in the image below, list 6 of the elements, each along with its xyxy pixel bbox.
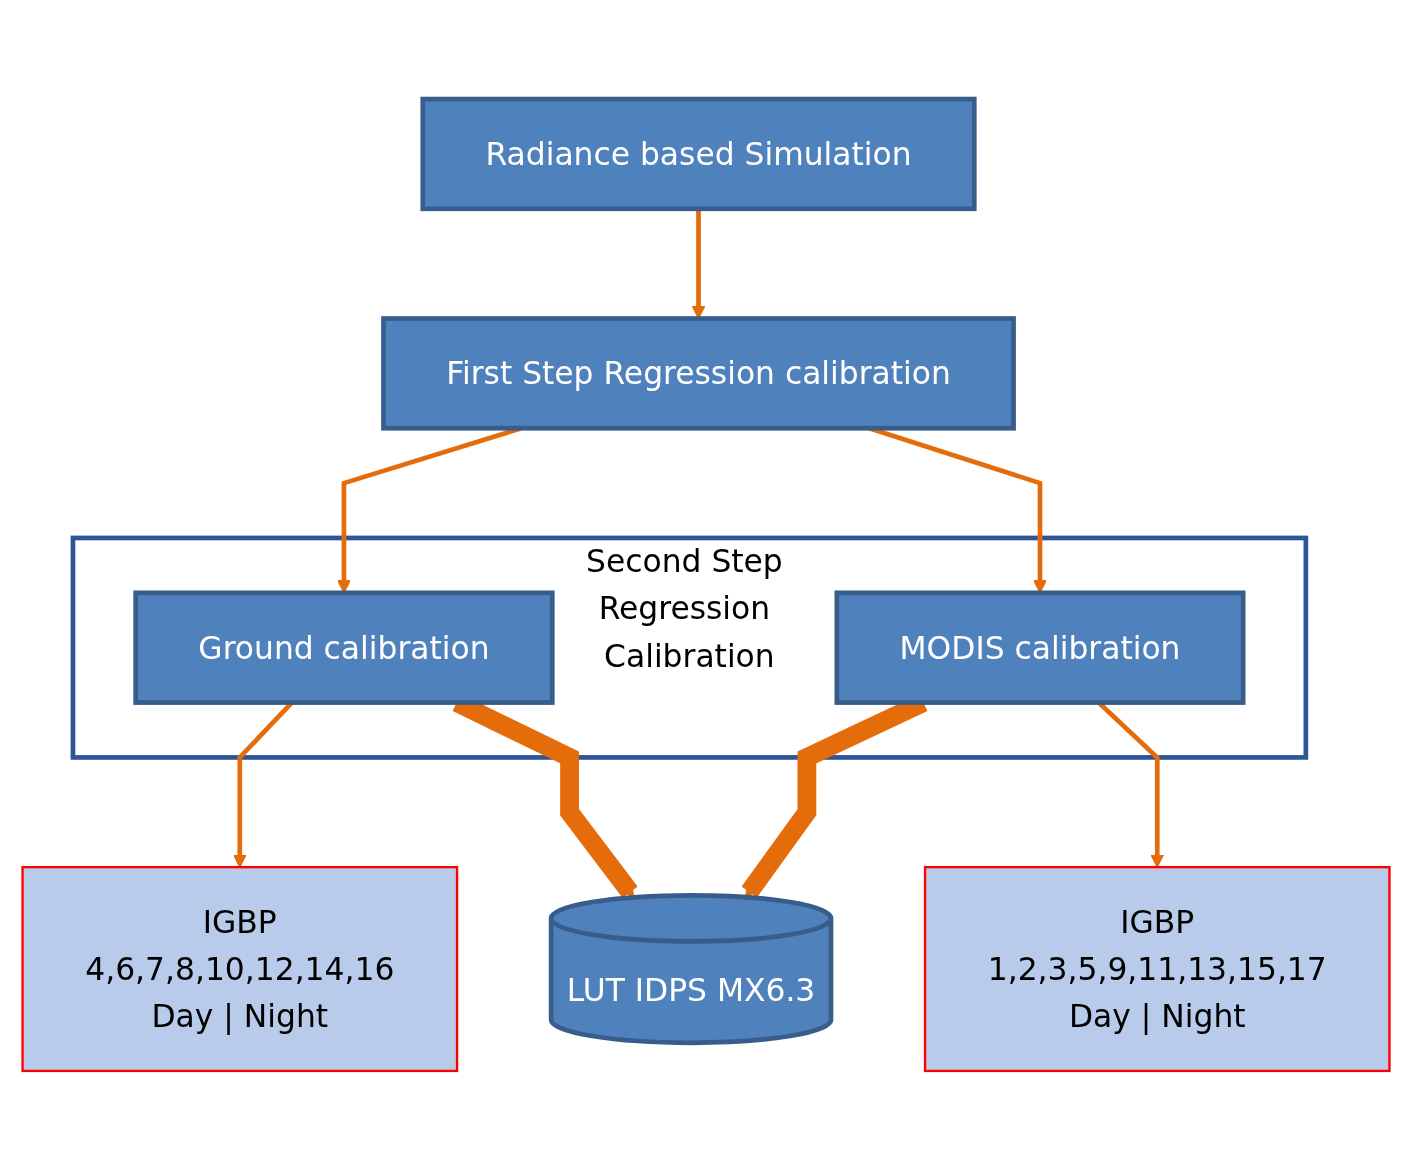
node-box: IGBP 4,6,7,8,10,12,14,16 Day | Night — [21, 865, 459, 1072]
node-box: IGBP 1,2,3,5,9,11,13,15,17 Day | Night — [923, 865, 1391, 1072]
node-box: Radiance based Simulation — [420, 96, 977, 211]
node-box: Ground calibration — [133, 590, 555, 705]
node-box: MODIS calibration — [834, 590, 1246, 705]
node-box: First Step Regression calibration — [381, 315, 1016, 431]
